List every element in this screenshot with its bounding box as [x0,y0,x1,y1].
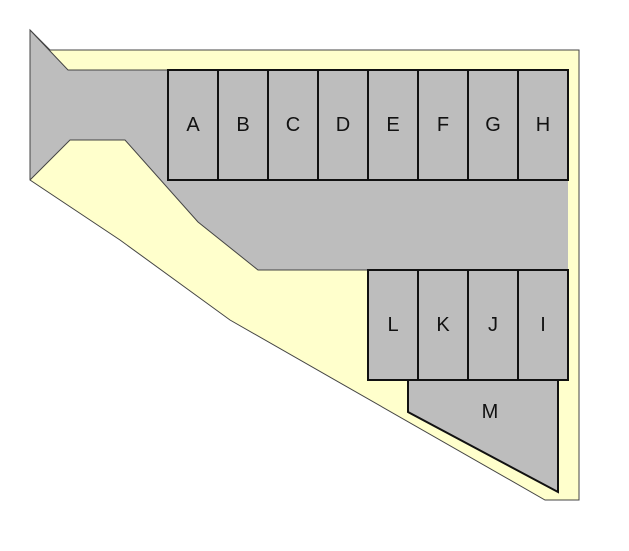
parking-space-i[interactable] [517,269,569,381]
parking-space-m[interactable] [407,379,559,494]
parking-space-label-g: G [485,114,501,136]
parking-space-label-a: A [186,114,200,136]
parking-space-label-j: J [488,314,498,336]
parking-space-label-b: B [236,114,249,136]
parking-space-f[interactable] [417,69,469,181]
top-row-spaces: A B C D E F G H [167,69,569,181]
parking-space-d[interactable] [317,69,369,181]
parking-space-label-h: H [536,114,550,136]
parking-space-label-l: L [387,314,398,336]
parking-space-g[interactable] [467,69,519,181]
parking-space-a[interactable] [167,69,219,181]
parking-space-label-c: C [286,114,300,136]
driveway [30,30,568,270]
parking-space-label-d: D [336,114,350,136]
driveway-edge [29,29,168,71]
parking-space-label-f: F [437,114,449,136]
parking-space-k[interactable] [417,269,469,381]
parking-space-label-i: I [540,314,546,336]
parking-space-l[interactable] [367,269,419,381]
parking-space-e[interactable] [367,69,419,181]
parking-space-h[interactable] [517,69,569,181]
parking-space-label-k: K [436,314,450,336]
driveway-edge-lower [29,139,368,271]
parking-space-label-e: E [386,114,399,136]
parking-space-label-m: M [482,401,499,423]
